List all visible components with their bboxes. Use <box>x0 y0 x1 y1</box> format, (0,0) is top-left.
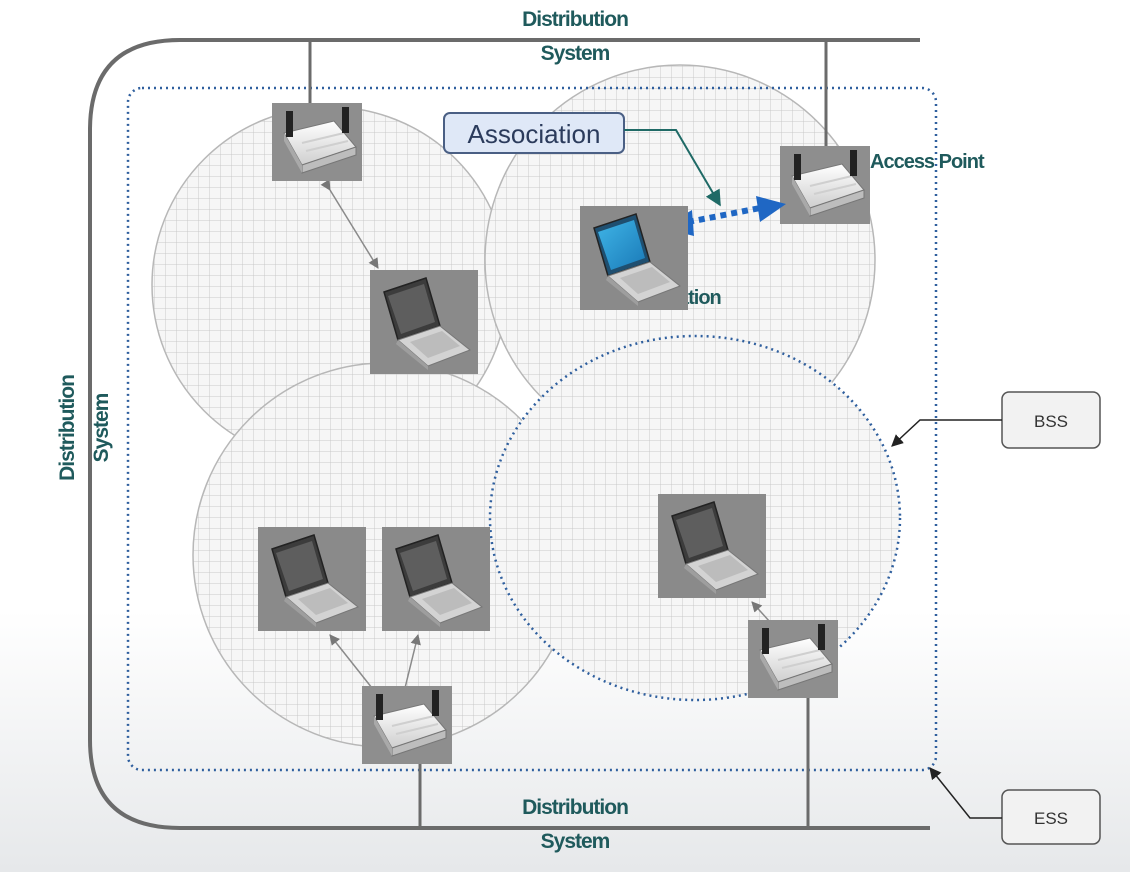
ess-label: ESS <box>1034 809 1068 828</box>
ess-callout: ESS <box>929 767 1101 845</box>
distribution-system-backbone <box>88 38 930 830</box>
laptop-icon <box>257 526 367 632</box>
laptop-icon <box>369 269 479 375</box>
access-point-icon <box>361 685 453 765</box>
laptop-icon <box>381 526 491 632</box>
bss-callout: BSS <box>891 391 1101 449</box>
ds-left-label-line1: Distribution <box>56 375 79 481</box>
ess-boundary <box>126 86 938 772</box>
access-point-icon <box>779 145 871 225</box>
bss-label: BSS <box>1034 412 1068 431</box>
association-label: Association <box>468 119 601 149</box>
ds-bottom-label-line1: Distribution <box>522 796 628 819</box>
ds-left-label-line2: System <box>90 393 113 462</box>
station-links <box>320 179 771 689</box>
access-point-icon <box>271 102 363 182</box>
access-point-label: Access Point <box>870 151 985 173</box>
laptop-icon-associating-cover <box>579 205 689 311</box>
ap-backbone-links <box>308 40 828 828</box>
ds-bottom-label-line2: System <box>541 830 610 853</box>
access-point-icon <box>747 619 839 699</box>
association-callout: Association <box>443 112 721 207</box>
ds-top-label-line1: Distribution <box>522 8 628 31</box>
laptop-icon <box>657 493 767 599</box>
ds-top-label-line2: System <box>541 42 610 65</box>
